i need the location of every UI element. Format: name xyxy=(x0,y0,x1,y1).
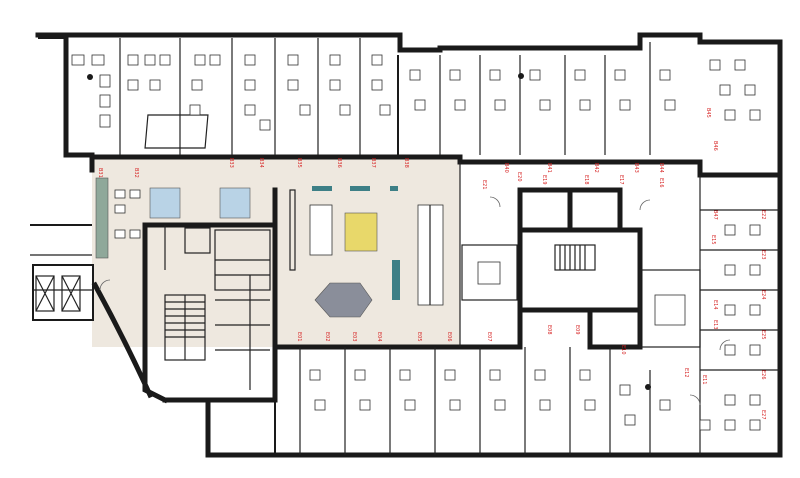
right-rooms xyxy=(459,162,780,455)
lift-left xyxy=(35,275,55,312)
room-label: E26 xyxy=(760,370,766,380)
column-icon xyxy=(87,74,93,80)
room-label: B33 xyxy=(228,158,234,168)
lounge-table xyxy=(314,282,373,318)
room-label: B45 xyxy=(705,108,711,118)
room-label: E07 xyxy=(486,332,492,342)
room-label: E16 xyxy=(658,178,664,188)
room-label: E12 xyxy=(683,368,689,378)
room-label: B31 xyxy=(97,168,103,178)
room-label: B40 xyxy=(503,163,509,173)
corridor-bottom-labels: E01 E02 E03 E04 E05 E06 E07 xyxy=(296,332,492,342)
room-label: B36 xyxy=(336,158,342,168)
room-label: E17 xyxy=(618,175,624,185)
room-label: E05 xyxy=(416,332,422,342)
room-label: E22 xyxy=(760,210,766,220)
room-label: E25 xyxy=(760,330,766,340)
room-label: B47 xyxy=(712,210,718,220)
room-label: E11 xyxy=(701,375,707,385)
room-label: B44 xyxy=(658,163,664,173)
column-icon xyxy=(518,73,524,79)
room-label: E18 xyxy=(583,175,589,185)
top-row-labels: B31 B32 B33 B34 B35 B36 B37 B38 B40 B41 … xyxy=(97,108,718,220)
long-table xyxy=(309,204,333,256)
room-label: E24 xyxy=(760,290,766,300)
room-label: E04 xyxy=(376,332,382,342)
top-offices xyxy=(71,38,761,390)
pantry-unit xyxy=(219,187,251,219)
right-column-labels: E22 E23 E24 E25 E26 E27 xyxy=(760,210,766,420)
room-label: E02 xyxy=(324,332,330,342)
room-label: B34 xyxy=(258,158,264,168)
room-label: E20 xyxy=(516,172,522,182)
room-label: B38 xyxy=(403,158,409,168)
room-label: E27 xyxy=(760,410,766,420)
printer-area xyxy=(144,114,209,149)
room-label: E23 xyxy=(760,250,766,260)
room-label: E14 xyxy=(712,300,718,310)
room-label: E15 xyxy=(710,235,716,245)
kitchen-counter xyxy=(95,177,109,259)
bottom-offices xyxy=(207,347,761,456)
room-label: E01 xyxy=(296,332,302,342)
room-label: E21 xyxy=(481,180,487,190)
door-swing-icon xyxy=(99,196,731,406)
room-label: B41 xyxy=(546,163,552,173)
room-label: E06 xyxy=(446,332,452,342)
room-label: B42 xyxy=(593,163,599,173)
pantry-unit xyxy=(149,187,181,219)
room-label: E03 xyxy=(351,332,357,342)
room-label: E10 xyxy=(620,345,626,355)
pantry xyxy=(95,177,251,259)
room-label: B32 xyxy=(133,168,139,178)
stair-icon xyxy=(554,244,596,271)
room-label: E09 xyxy=(574,325,580,335)
left-exterior xyxy=(30,224,94,321)
stair-icon xyxy=(164,294,206,361)
washrooms xyxy=(164,225,271,390)
room-label: B43 xyxy=(633,163,639,173)
room-label: E19 xyxy=(541,175,547,185)
open-area xyxy=(289,186,444,318)
room-label: B46 xyxy=(712,141,718,151)
corridor-labels: E21 E20 E19 E18 E17 E16 E15 E14 E13 E12 … xyxy=(481,172,718,385)
lift-right xyxy=(61,275,81,312)
room-label: B35 xyxy=(296,158,302,168)
meeting-table xyxy=(344,212,378,252)
room-label: E13 xyxy=(712,320,718,330)
room-label: E08 xyxy=(546,325,552,335)
room-label: B37 xyxy=(370,158,376,168)
